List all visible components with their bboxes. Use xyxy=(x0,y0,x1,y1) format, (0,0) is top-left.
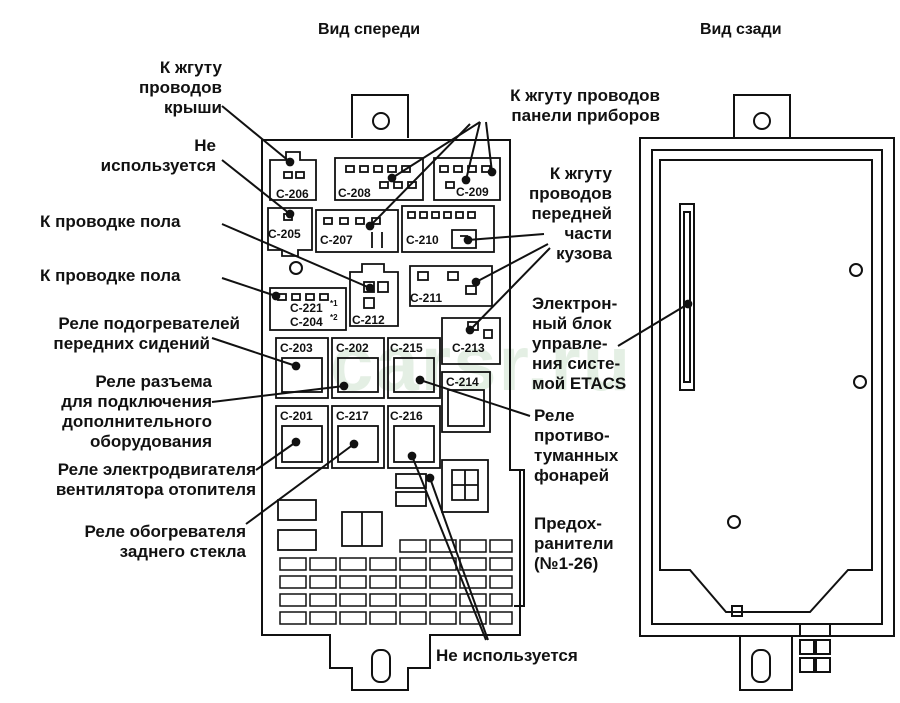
label-etacs-line5: мой ETACS xyxy=(532,374,627,393)
label-c215: C-215 xyxy=(390,341,423,355)
label-fuses-line1: Предох- xyxy=(534,514,602,533)
label-seat-heater-line1: Реле подогревателей xyxy=(58,314,240,333)
front-view-unit xyxy=(261,94,521,691)
label-roof-line3: крыши xyxy=(163,98,222,117)
rear-view-unit xyxy=(639,94,895,691)
connector-c210 xyxy=(401,205,495,253)
label-front-body-line3: передней xyxy=(531,204,612,223)
front-view-title: Вид спереди xyxy=(318,21,421,38)
label-fan-motor-line2: вентилятора отопителя xyxy=(55,480,256,499)
label-etacs-line3: управле- xyxy=(532,334,608,353)
label-c210: C-210 xyxy=(406,233,439,247)
label-c205: C-205 xyxy=(268,227,301,241)
mini-relay-block xyxy=(395,459,489,513)
label-floor-wiring-2: К проводке пола xyxy=(40,266,181,285)
label-roof-harness: К жгуту проводов крыши xyxy=(112,58,222,118)
label-accessory-line1: Реле разъема xyxy=(95,372,212,391)
label-front-body-line2: проводов xyxy=(528,184,612,203)
rear-view-title: Вид сзади xyxy=(700,21,782,38)
connector-c211 xyxy=(409,265,493,307)
label-c217: C-217 xyxy=(336,409,369,423)
label-c221: C-221 xyxy=(290,301,323,315)
label-roof-line1: К жгуту xyxy=(159,58,222,77)
label-fan-motor-relay: Реле электродвигателя вентилятора отопит… xyxy=(2,460,256,500)
label-c202: C-202 xyxy=(336,341,369,355)
relay-c215 xyxy=(387,337,441,399)
label-rear-defog-line2: заднего стекла xyxy=(119,542,246,561)
label-fog-line3: туманных xyxy=(534,446,619,465)
label-etacs-unit: Электрон- ный блок управле- ния систе- м… xyxy=(532,294,626,394)
label-seat-heater-line2: передних сидений xyxy=(53,334,210,353)
label-front-body-harness: К жгуту проводов передней части кузова xyxy=(512,164,612,264)
label-accessory-line3: дополнительного xyxy=(62,412,212,431)
label-etacs-line1: Электрон- xyxy=(532,294,618,313)
relay-c201 xyxy=(275,405,329,469)
label-accessory-relay: Реле разъема для подключения дополнитель… xyxy=(4,372,212,452)
label-rear-defog-relay: Реле обогревателя заднего стекла xyxy=(20,522,247,562)
label-fog-lamp-relay: Реле противо- туманных фонарей xyxy=(534,406,618,486)
label-instrument-panel-line1: К жгуту проводов xyxy=(510,86,660,105)
label-c213: C-213 xyxy=(452,341,485,355)
watermark: carsr.ru xyxy=(330,319,633,407)
label-rear-defog-line1: Реле обогревателя xyxy=(84,522,247,541)
label-c206: C-206 xyxy=(276,187,309,201)
label-accessory-line2: для подключения xyxy=(61,392,212,411)
label-floor-wiring-1: К проводке пола xyxy=(40,212,181,231)
label-c221-mark: *1 xyxy=(330,299,338,308)
leader-lines xyxy=(211,105,693,641)
fuse-bracket xyxy=(514,469,525,607)
label-c201: C-201 xyxy=(280,409,313,423)
label-c203: C-203 xyxy=(280,341,313,355)
label-front-body-line4: части xyxy=(564,224,612,243)
label-c212: C-212 xyxy=(352,313,385,327)
label-etacs-line4: ния систе- xyxy=(532,354,621,373)
spare-fuse-boxes xyxy=(277,499,383,551)
label-c204: C-204 xyxy=(290,315,323,329)
connector-c207 xyxy=(315,209,399,253)
label-not-used-line2: используется xyxy=(100,156,216,175)
label-fan-motor-line1: Реле электродвигателя xyxy=(57,460,256,479)
label-fog-line1: Реле xyxy=(534,406,575,425)
label-fuses: Предох- ранители (№1-26) xyxy=(534,514,614,574)
label-fog-line4: фонарей xyxy=(534,466,610,485)
label-c214: C-214 xyxy=(446,375,479,389)
connector-c208 xyxy=(334,157,424,201)
label-instrument-panel-line2: панели приборов xyxy=(511,106,660,125)
label-front-body-line5: кузова xyxy=(556,244,612,263)
label-etacs-line2: ный блок xyxy=(532,314,612,333)
label-fog-line2: противо- xyxy=(534,426,610,445)
connector-c206 xyxy=(269,151,317,201)
relay-c202 xyxy=(331,337,385,399)
label-c208: C-208 xyxy=(338,186,371,200)
label-fuses-line2: ранители xyxy=(534,534,614,553)
label-c216: C-216 xyxy=(390,409,423,423)
label-not-used-line1: Не xyxy=(194,136,216,155)
label-fuses-line3: (№1-26) xyxy=(534,554,599,573)
label-c207: C-207 xyxy=(320,233,353,247)
label-front-body-line1: К жгуту xyxy=(549,164,612,183)
label-roof-line2: проводов xyxy=(138,78,222,97)
label-instrument-panel-harness: К жгуту проводов панели приборов xyxy=(436,86,660,126)
label-c209: C-209 xyxy=(456,185,489,199)
label-accessory-line4: оборудования xyxy=(90,432,212,451)
label-not-used-top: Не используется xyxy=(82,136,216,176)
relay-c217 xyxy=(331,405,385,469)
label-seat-heater-relay: Реле подогревателей передних сидений xyxy=(4,314,240,354)
label-c204-mark: *2 xyxy=(330,313,338,322)
label-not-used-bottom: Не используется xyxy=(436,646,578,665)
connector-c221-c204 xyxy=(269,287,347,331)
label-c211: C-211 xyxy=(410,291,442,305)
